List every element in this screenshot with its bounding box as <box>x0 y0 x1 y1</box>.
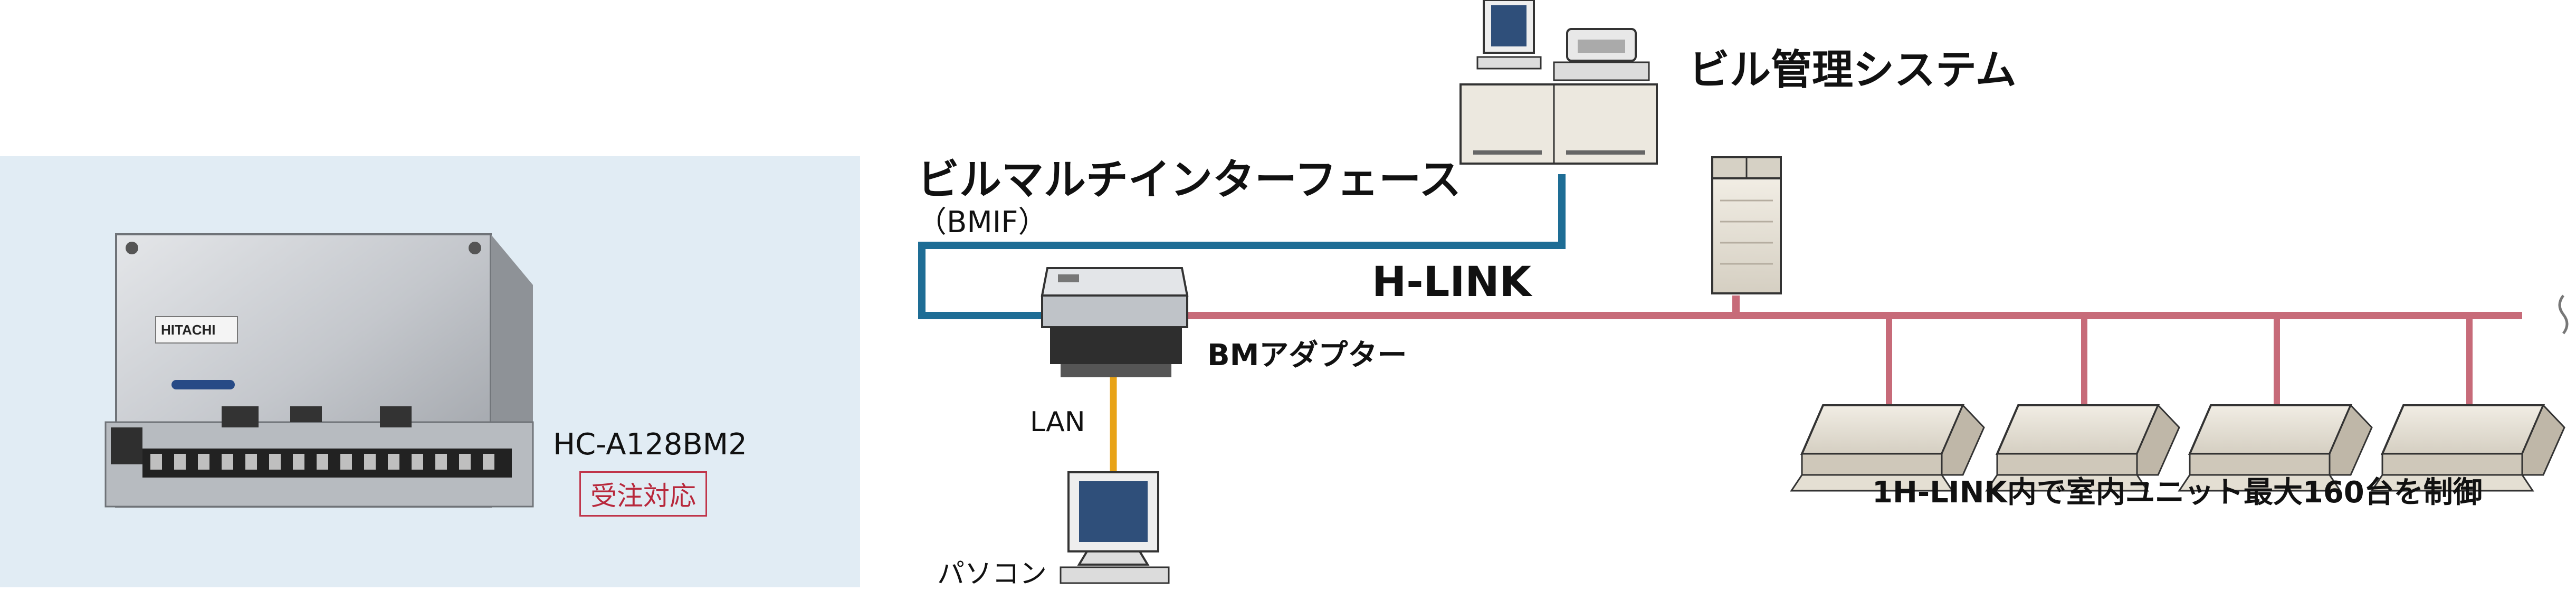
ceiling-cassette-icon <box>2370 404 2565 492</box>
wave-break-icon <box>2558 294 2569 335</box>
ceiling-cassette-icon <box>1985 404 2180 492</box>
bmif-title-label: ビルマルチインターフェース <box>917 155 1462 204</box>
model-number-label: HC-A128BM2 <box>553 427 747 462</box>
lan-label: LAN <box>1030 406 1085 438</box>
h-link-label: H-LINK <box>1372 259 1532 306</box>
pc-icon <box>1060 471 1170 584</box>
order-badge: 受注対応 <box>579 471 707 517</box>
workstation-icon <box>1459 0 1658 165</box>
bmif-line <box>918 174 1566 319</box>
bmif-abbr-label: （BMIF） <box>917 205 1048 240</box>
outdoor-unit-icon <box>1711 156 1782 294</box>
device-brand-label: HITACHI <box>161 322 216 338</box>
pc-label: パソコン <box>937 558 1047 590</box>
ceiling-cassette-icon <box>1790 404 1985 492</box>
ceiling-cassette-icon <box>2178 404 2373 492</box>
bmif-device-photo <box>104 233 534 508</box>
bm-adapter-icon <box>1041 267 1189 377</box>
bm-adapter-label: BMアダプター <box>1207 338 1407 373</box>
building-management-system-label: ビル管理システム <box>1688 46 2017 94</box>
indoor-units-caption: 1H-LINK内で室内ユニット最大160台を制御 <box>1872 475 2483 510</box>
